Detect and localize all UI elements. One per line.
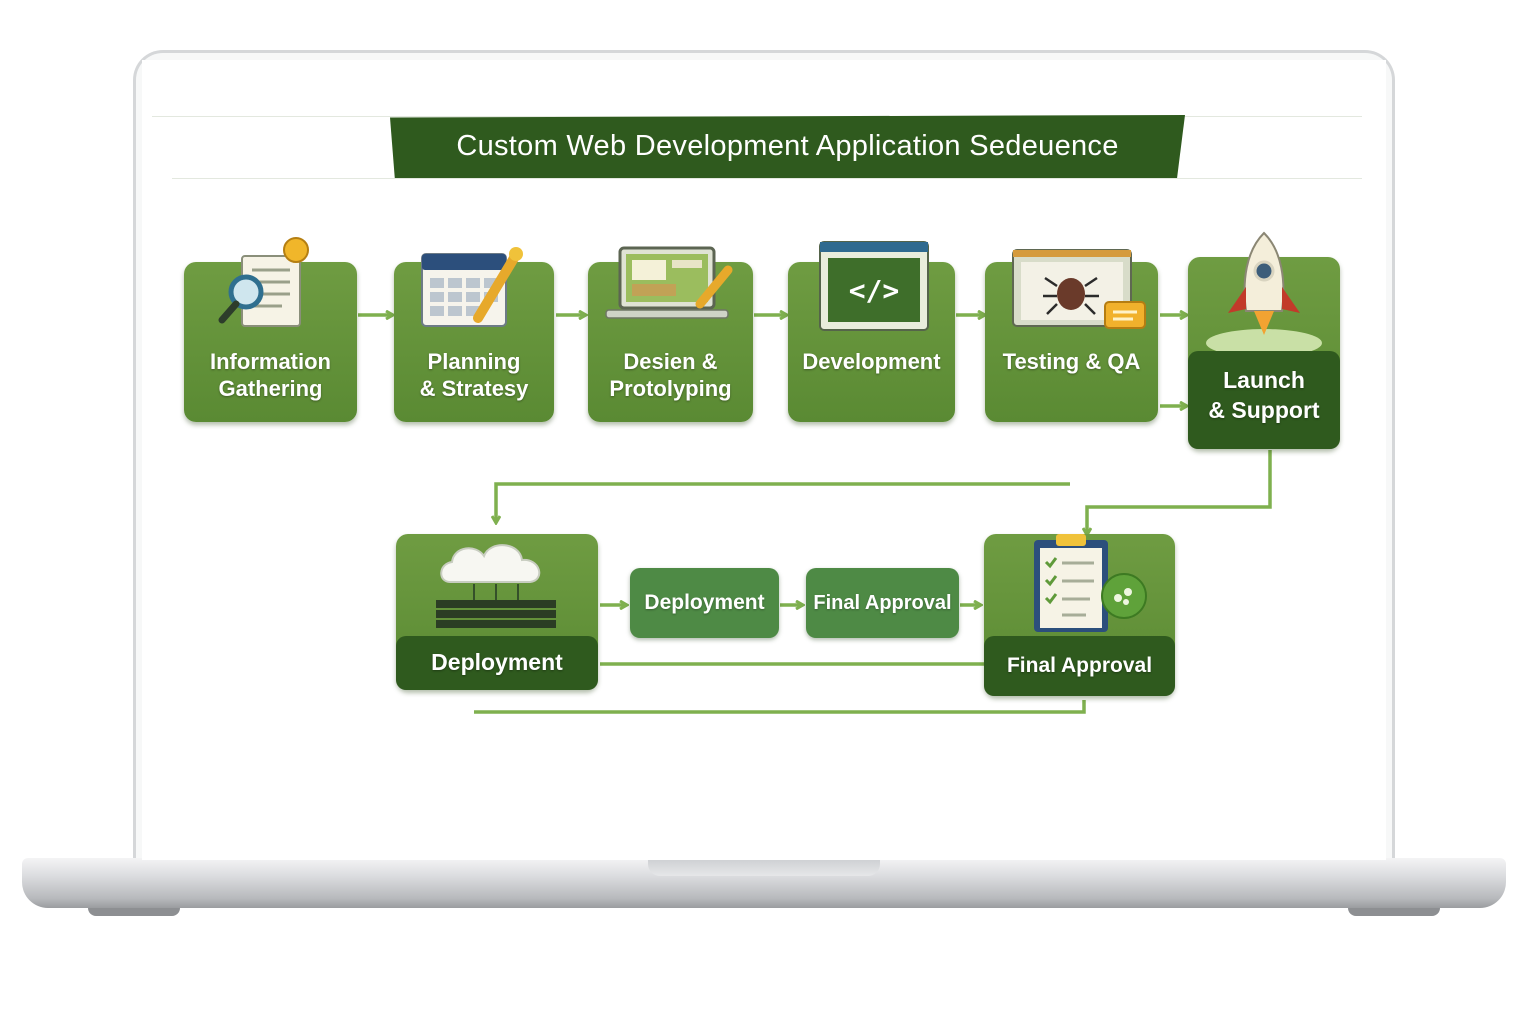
step-deployment-pill[interactable]: Deployment (630, 568, 779, 638)
step-information-gathering[interactable]: Information Gathering (184, 237, 357, 422)
final-approval-label-band: Final Approval (984, 636, 1175, 696)
bug-monitor-icon (1012, 249, 1146, 329)
diagram-title: Custom Web Development Application Sedeu… (456, 130, 1119, 162)
step-label-line2: Protolyping (609, 376, 732, 401)
laptop-pencil-icon (605, 246, 733, 319)
link-bottom-return (474, 700, 1086, 714)
document-magnifier-icon (218, 237, 309, 327)
code-window-icon: </> (819, 241, 929, 331)
step-label: Deployment (644, 591, 765, 614)
step-label-line1: Information (210, 349, 331, 374)
step-label-line2: & Support (1208, 397, 1320, 423)
laptop-foot-right (1348, 908, 1440, 916)
step-label: Final Approval (1006, 654, 1153, 677)
arrow-return-to-deploy (496, 482, 1070, 522)
step-label-line2: & Stratesy (419, 376, 529, 401)
laptop-foot-left (88, 908, 180, 916)
step-planning-strategy[interactable]: Planning & Stratesy (394, 247, 554, 422)
step-label-line1: Planning (427, 349, 521, 374)
title-rule-bottom (172, 178, 1362, 179)
calendar-pencil-icon (421, 247, 523, 327)
connector-lines (358, 60, 1272, 714)
step-label-line1: Desien & (623, 349, 718, 374)
step-label-line1: Launch (1223, 367, 1305, 393)
laptop-screen: Custom Web Development Application Sedeu… (142, 60, 1386, 860)
launch-label-band: Launch & Support (1188, 351, 1340, 449)
step-final-approval-pill[interactable]: Final Approval (806, 568, 959, 638)
step-design-prototyping[interactable]: Desien & Protolyping (588, 246, 753, 422)
step-label-line1: Development (802, 349, 941, 374)
step-label-line2: Gathering (218, 376, 323, 401)
laptop-base (22, 858, 1506, 908)
step-label-line1: Testing & QA (1002, 349, 1141, 374)
step-launch-support[interactable]: Launch & Support (1188, 231, 1340, 449)
rocket-icon (1206, 231, 1322, 353)
step-development[interactable]: </> Development (788, 241, 955, 422)
step-label: Final Approval (813, 591, 952, 614)
step-final-approval-card[interactable]: Final Approval (984, 534, 1175, 696)
step-deployment-cloud[interactable]: Deployment (396, 534, 598, 690)
checklist-clipboard-icon (1034, 534, 1147, 632)
title-banner: Custom Web Development Application Sedeu… (390, 115, 1185, 178)
arrow-launch-to-approval (1087, 450, 1272, 534)
step-label: Deployment (431, 649, 563, 675)
deployment-label-band: Deployment (396, 636, 598, 690)
svg-text:</>: </> (849, 274, 900, 307)
cloud-server-icon (436, 544, 556, 628)
laptop-notch (648, 860, 880, 876)
step-testing-qa[interactable]: Testing & QA (985, 249, 1158, 422)
